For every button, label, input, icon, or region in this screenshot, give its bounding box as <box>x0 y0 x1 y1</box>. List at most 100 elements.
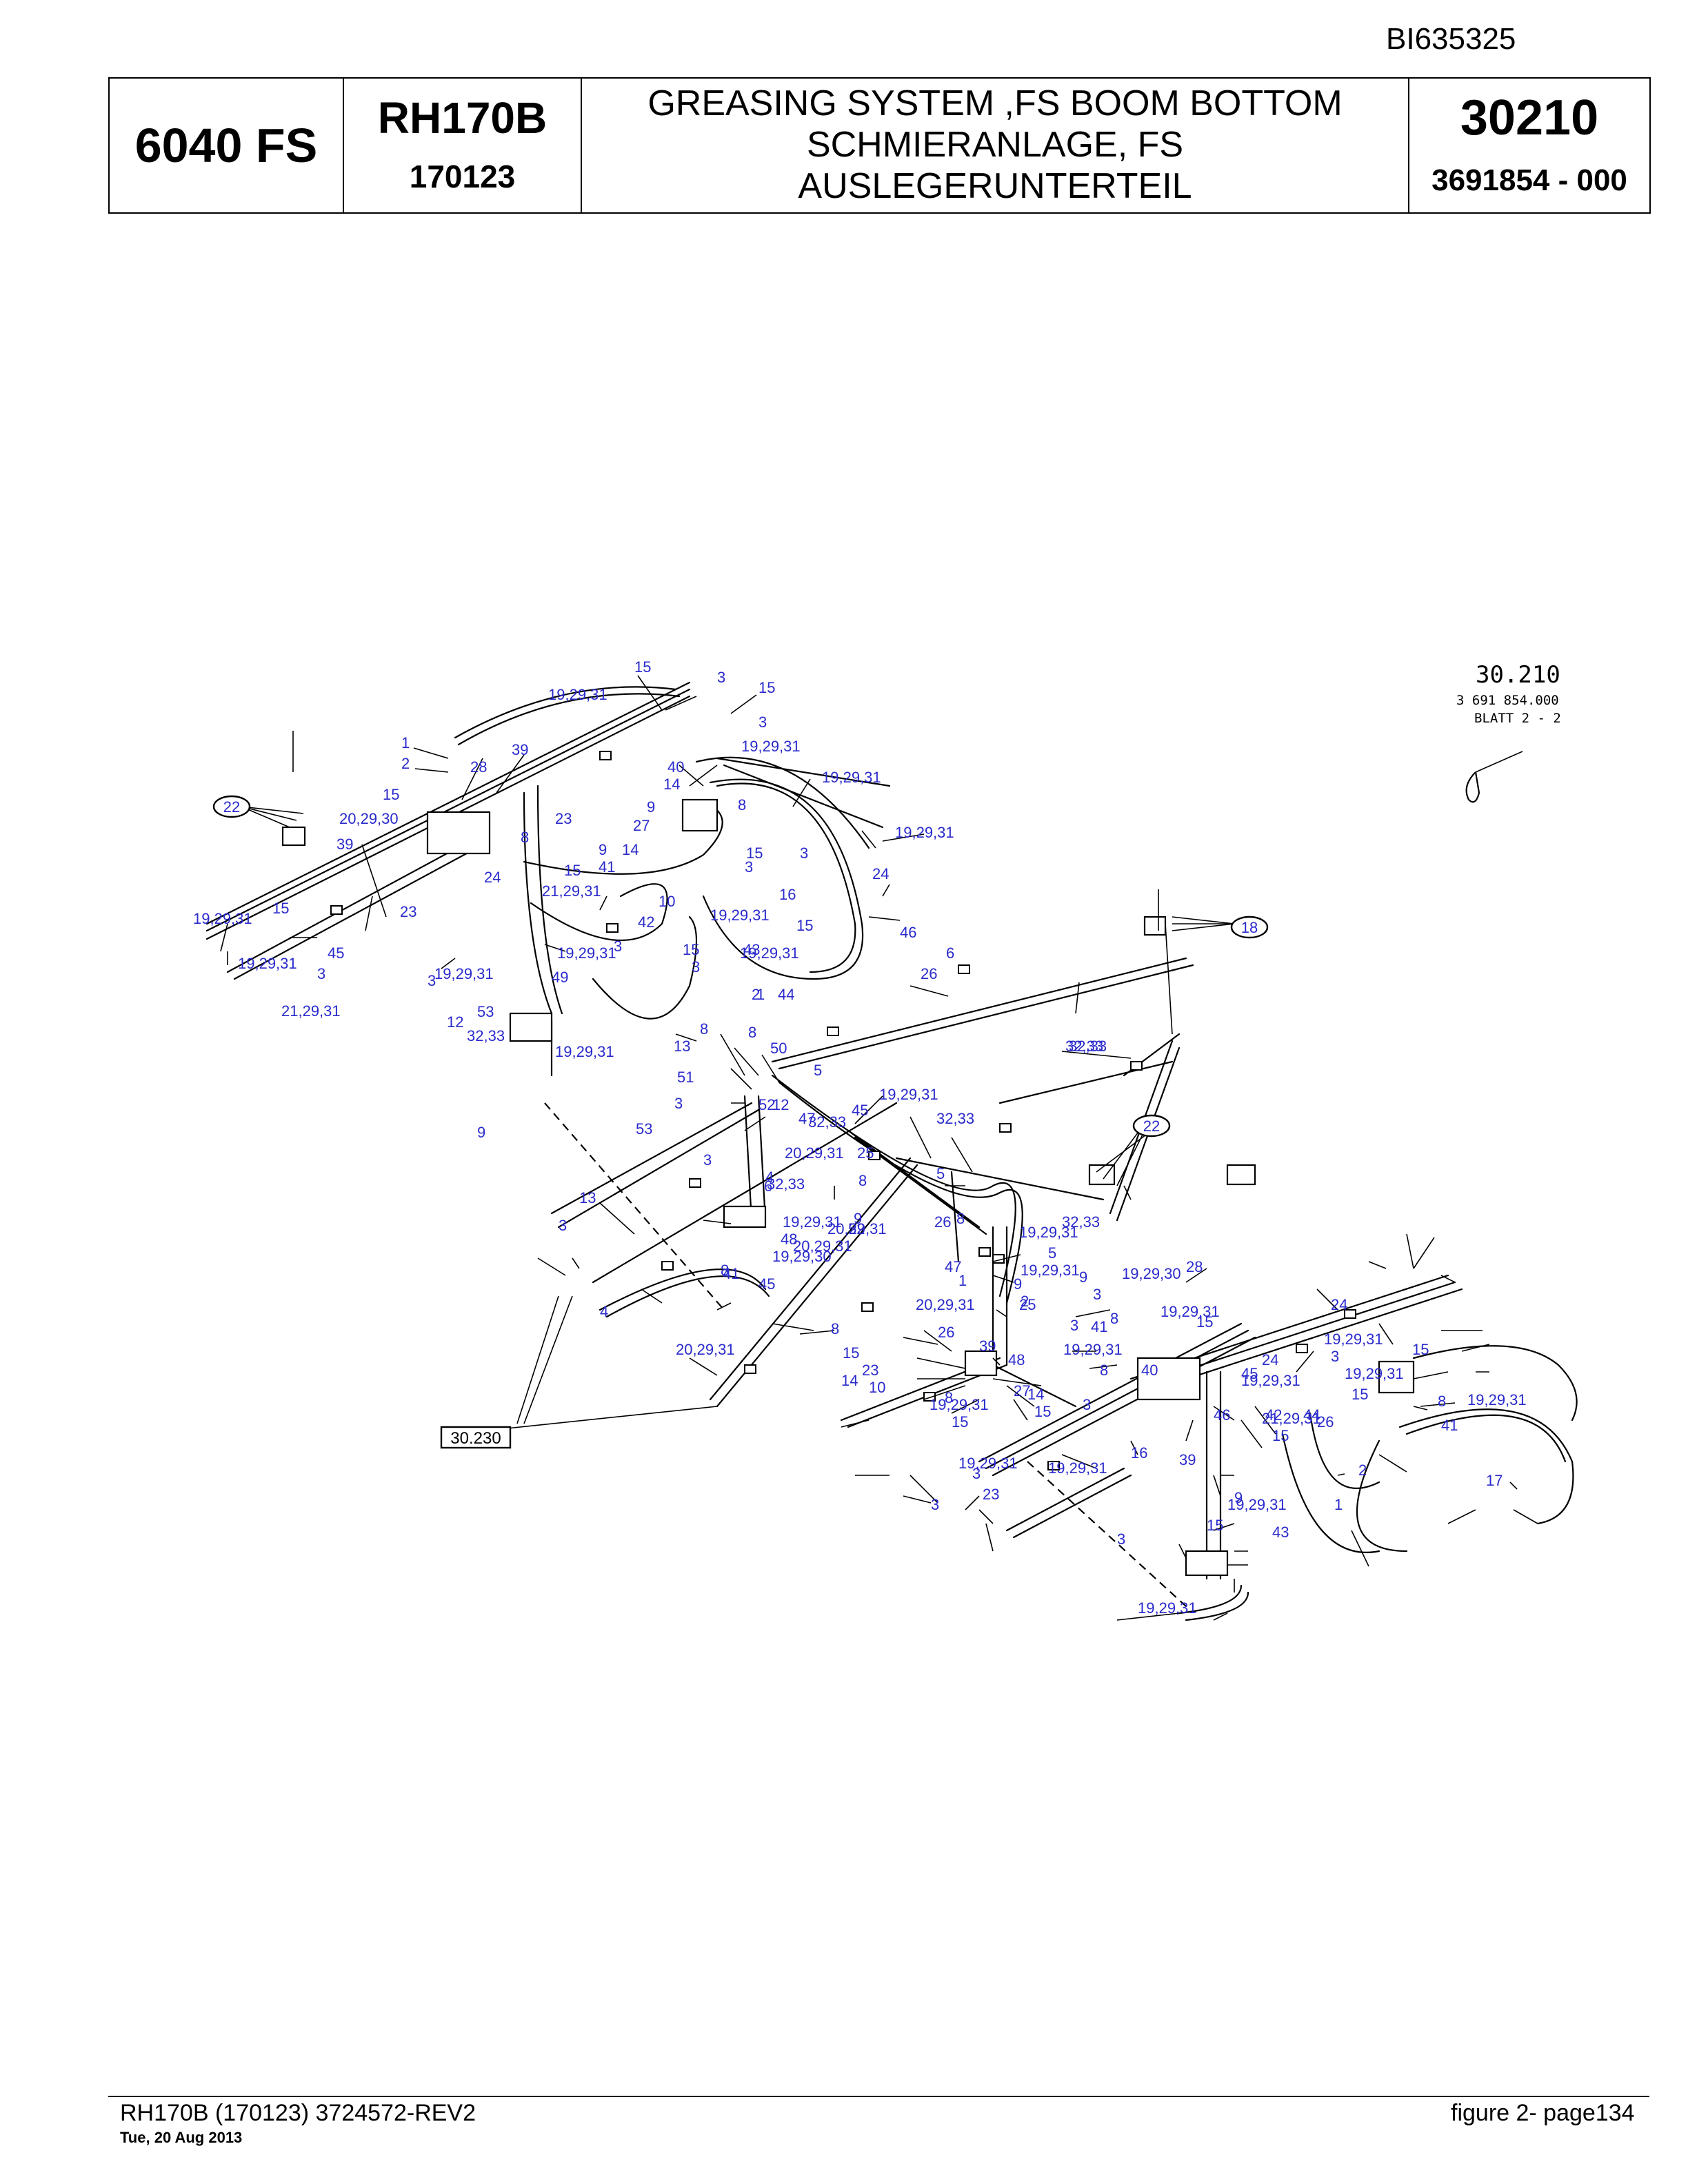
part-label: 19,29,31 <box>958 1455 1018 1472</box>
callout-text-1: 22 <box>223 798 240 816</box>
part-label: 3 <box>614 938 622 955</box>
part-label: 27 <box>1014 1382 1030 1399</box>
stamp-number: 30.210 <box>1476 661 1560 689</box>
part-label: 19,29,31 <box>1063 1341 1123 1358</box>
model-name: 6040 FS <box>134 119 318 172</box>
part-label: 15 <box>383 786 399 803</box>
description-line-1: GREASING SYSTEM ,FS BOOM BOTTOM <box>647 83 1343 124</box>
part-label: 41 <box>723 1265 739 1282</box>
part-label: 20,29,31 <box>827 1220 887 1237</box>
part-label: 47 <box>798 1110 815 1127</box>
part-label: 14 <box>663 776 680 793</box>
part-label: 43 <box>1272 1524 1289 1541</box>
part-label: 3 <box>1093 1286 1101 1303</box>
part-label: 19,29,31 <box>548 686 607 703</box>
figure-number: 30210 <box>1460 90 1599 145</box>
part-label: 52 <box>758 1096 775 1113</box>
part-label: 15 <box>843 1344 859 1362</box>
part-label: 13 <box>674 1038 690 1055</box>
clamps <box>330 751 1356 1470</box>
part-label: 19,29,31 <box>434 965 494 982</box>
part-label: 53 <box>636 1120 652 1138</box>
clip-icon <box>1465 771 1480 803</box>
part-label: 42 <box>1265 1406 1282 1424</box>
part-label: 24 <box>484 869 501 886</box>
part-label: 8 <box>700 1020 708 1038</box>
part-label: 23 <box>983 1486 999 1503</box>
part-label: 25 <box>1019 1296 1036 1313</box>
part-label: 5 <box>936 1165 945 1182</box>
part-label: 19,29,31 <box>1345 1365 1404 1382</box>
part-label: 19,29,30 <box>772 1248 832 1265</box>
part-label: 3 <box>317 965 325 982</box>
part-label: 9 <box>599 841 607 858</box>
part-label: 20,29,30 <box>339 810 399 827</box>
part-label: 1 <box>1334 1496 1343 1513</box>
serial-number: 170123 <box>409 159 516 194</box>
part-label: 19,29,31 <box>238 955 297 972</box>
part-label: 41 <box>599 858 615 876</box>
part-label: 20,29,31 <box>676 1341 735 1358</box>
description-line-2: SCHMIERANLAGE, FS <box>806 125 1184 165</box>
reference-box-label: 30.230 <box>450 1429 501 1448</box>
part-label: 2 <box>752 986 760 1003</box>
part-label: 19,29,31 <box>710 907 770 924</box>
part-label: 9 <box>854 1210 862 1227</box>
part-label: 17 <box>1486 1472 1503 1489</box>
callout-circle-18 <box>1230 916 1269 939</box>
part-label: 14 <box>1027 1386 1044 1403</box>
part-label: 19,29,31 <box>783 1213 842 1231</box>
part-label: 21,29,31 <box>542 882 601 900</box>
part-label: 47 <box>945 1258 961 1275</box>
part-label: 8 <box>956 1210 965 1227</box>
part-label: 40 <box>667 758 684 776</box>
footer-divider <box>108 2096 1649 2097</box>
part-label: 26 <box>1317 1413 1334 1430</box>
part-label: 19,29,31 <box>895 824 954 841</box>
part-label: 28 <box>470 758 487 776</box>
figure-cell: 30210 3691854 - 000 <box>1408 77 1651 214</box>
part-label: 4 <box>600 1303 608 1320</box>
part-label: 19,29,31 <box>1019 1224 1078 1241</box>
part-label: 50 <box>770 1040 787 1057</box>
callout-circle-22-right <box>1132 1114 1171 1138</box>
part-label: 19,29,30 <box>1122 1265 1181 1282</box>
part-label: 32,33 <box>1062 1213 1100 1231</box>
part-label: 9 <box>647 798 655 816</box>
part-label: 19,29,31 <box>1021 1262 1080 1279</box>
part-label: 19,29,31 <box>555 1043 614 1060</box>
part-label: 53 <box>477 1003 494 1020</box>
part-label: 19,29,31 <box>1048 1459 1107 1477</box>
part-label: 19,29,31 <box>557 944 616 962</box>
part-label: 45 <box>1241 1365 1258 1382</box>
part-label: 14 <box>622 841 639 858</box>
part-label: 19,29,31 <box>1160 1303 1220 1320</box>
part-label: 8 <box>721 1262 729 1279</box>
part-label: 46 <box>1214 1406 1230 1424</box>
part-label: 44 <box>778 986 794 1003</box>
part-label: 20,29,31 <box>916 1296 975 1313</box>
description-line-3: AUSLEGERUNTERTEIL <box>798 165 1192 206</box>
part-label: 3 <box>1117 1530 1125 1548</box>
part-label: 5 <box>814 1062 822 1079</box>
stamp-part: 3 691 854.000 <box>1456 693 1559 708</box>
part-label: 9 <box>1234 1489 1243 1506</box>
part-label: 8 <box>1100 1362 1108 1379</box>
part-label: 3 <box>1083 1396 1091 1413</box>
footer-document-ref: RH170B (170123) 3724572-REV2 <box>120 2100 476 2126</box>
part-label: 23 <box>400 903 416 920</box>
part-label: 26 <box>938 1324 954 1341</box>
part-label: 21,29,31 <box>1262 1410 1321 1427</box>
part-label: 15 <box>1207 1517 1223 1534</box>
part-label: 32,33 <box>808 1113 846 1131</box>
part-label: 1 <box>401 734 410 751</box>
part-label: 24 <box>1331 1296 1347 1313</box>
callout-circles <box>212 795 1269 1138</box>
part-label: 15 <box>1412 1341 1429 1358</box>
part-label: 3 <box>1070 1317 1078 1334</box>
part-label: 42 <box>638 913 654 931</box>
part-label: 12 <box>772 1096 789 1113</box>
part-label: 3 <box>674 1095 683 1112</box>
part-label: 20,29,31 <box>785 1144 844 1162</box>
part-label: 28 <box>1186 1258 1203 1275</box>
